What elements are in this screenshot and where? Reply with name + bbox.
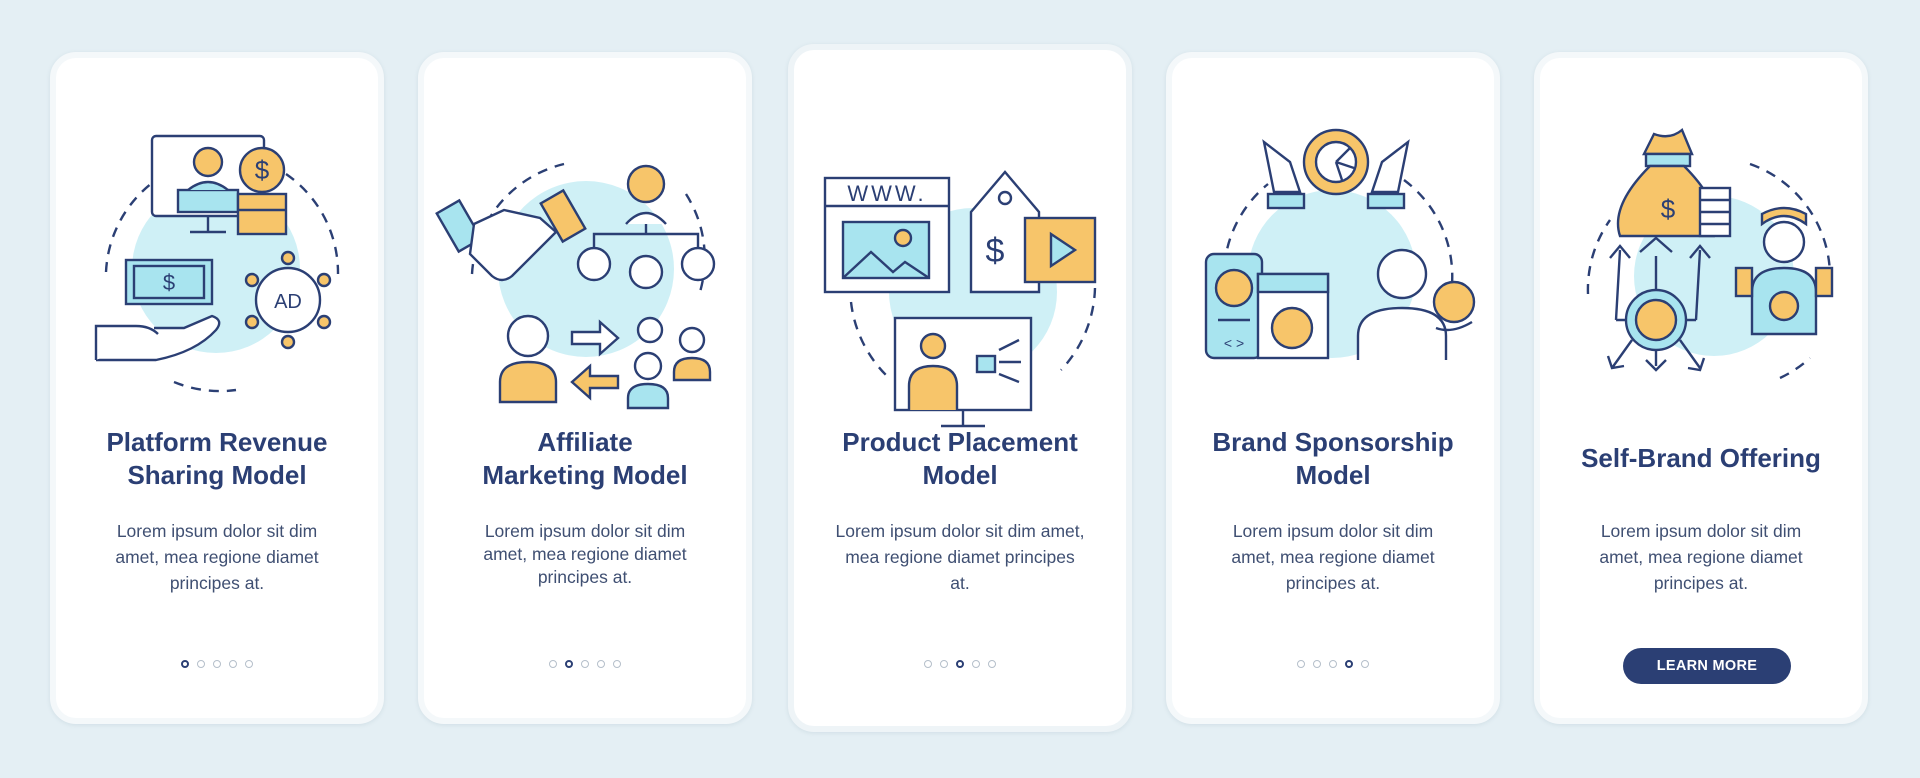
page-dot-5[interactable] — [245, 660, 253, 668]
page-dot-5[interactable] — [1361, 660, 1369, 668]
svg-text:AD: AD — [274, 291, 302, 313]
onboarding-screen-5: $ Self-Brand Offering Lorem ipsu — [1534, 52, 1868, 724]
page-dot-2[interactable] — [1313, 660, 1321, 668]
onboarding-screen-2: Affiliate Marketing Model Lorem ipsum do… — [418, 52, 752, 724]
cash-hand-icon: $ — [94, 258, 221, 362]
hands-logo-icon — [1262, 128, 1410, 210]
screen-title: Platform Revenue Sharing Model — [106, 427, 328, 490]
ad-network-icon: AD — [244, 250, 332, 350]
page-dot-1[interactable] — [1297, 660, 1305, 668]
page-dot-4[interactable] — [229, 660, 237, 668]
money-bag-icon: $ — [1616, 128, 1718, 238]
page-dot-3[interactable] — [581, 660, 589, 668]
monitor-person-icon — [150, 134, 266, 234]
screen-title: Product Placement Model — [842, 427, 1078, 490]
svg-text:WWW.: WWW. — [847, 181, 926, 206]
handshake-icon — [435, 188, 587, 282]
onboarding-screen-4: < > Brand Sponsorship Model Lorem ipsum … — [1166, 52, 1500, 724]
affiliate-marketing-illustration — [435, 162, 716, 410]
product-placement-illustration: WWW. $ — [823, 170, 1097, 428]
person-logo-icon — [1356, 248, 1476, 360]
onboarding-screen-3: WWW. $ Product Placement Model Lorem ips… — [788, 44, 1132, 732]
brand-distribution-icon — [1606, 236, 1711, 372]
screen-description: Lorem ipsum dolor sit dim amet, mea regi… — [483, 521, 687, 587]
play-button-icon — [1023, 216, 1097, 284]
cheering-person-icon — [1734, 206, 1834, 336]
screen-title: Affiliate Marketing Model — [482, 427, 688, 490]
svg-text:$: $ — [1661, 194, 1676, 224]
page-dot-3[interactable] — [213, 660, 221, 668]
brand-sponsorship-illustration: < > — [1204, 128, 1476, 360]
self-brand-illustration: $ — [1586, 128, 1834, 380]
svg-text:$: $ — [255, 155, 270, 185]
svg-text:$: $ — [163, 270, 175, 295]
page-dot-2[interactable] — [565, 660, 573, 668]
pagination-dots — [1172, 660, 1494, 668]
pagination-dots — [794, 660, 1126, 668]
svg-text:$: $ — [986, 232, 1005, 270]
page-dot-2[interactable] — [940, 660, 948, 668]
page-dot-1[interactable] — [549, 660, 557, 668]
onboarding-screen-1: $ $ AD Platform Revenue Sharing Model Lo… — [50, 52, 384, 724]
screen-description: Lorem ipsum dolor sit dim amet, mea regi… — [1599, 521, 1803, 593]
page-dot-2[interactable] — [197, 660, 205, 668]
dollar-coin-icon: $ — [236, 146, 288, 236]
audience-icon — [626, 316, 712, 410]
platform-revenue-illustration: $ $ AD — [94, 134, 340, 393]
video-presenter-icon — [893, 316, 1033, 428]
svg-text:< >: < > — [1224, 335, 1244, 351]
page-dot-4[interactable] — [1345, 660, 1353, 668]
page-dot-5[interactable] — [988, 660, 996, 668]
screen-description: Lorem ipsum dolor sit dim amet, mea regi… — [835, 521, 1085, 593]
phone-app-icon: < > — [1204, 252, 1264, 360]
pagination-dots — [424, 660, 746, 668]
page-dot-4[interactable] — [597, 660, 605, 668]
screen-description: Lorem ipsum dolor sit dim amet, mea regi… — [115, 521, 319, 593]
page-dot-3[interactable] — [956, 660, 964, 668]
screen-description: Lorem ipsum dolor sit dim amet, mea regi… — [1231, 521, 1435, 593]
browser-window-icon — [1256, 272, 1330, 360]
exchange-arrows-icon — [570, 319, 620, 401]
pagination-dots — [56, 660, 378, 668]
page-dot-5[interactable] — [613, 660, 621, 668]
price-tag-icon: $ — [969, 170, 1041, 294]
person-icon — [498, 314, 558, 404]
learn-more-button[interactable]: LEARN MORE — [1623, 648, 1791, 684]
website-window-icon: WWW. — [823, 176, 951, 294]
page-dot-1[interactable] — [181, 660, 189, 668]
screen-title: Brand Sponsorship Model — [1212, 427, 1454, 490]
screen-title: Self-Brand Offering — [1581, 443, 1821, 473]
coin-stack-icon — [1698, 186, 1732, 238]
page-dot-1[interactable] — [924, 660, 932, 668]
referral-tree-icon — [576, 164, 716, 290]
page-dot-4[interactable] — [972, 660, 980, 668]
page-dot-3[interactable] — [1329, 660, 1337, 668]
